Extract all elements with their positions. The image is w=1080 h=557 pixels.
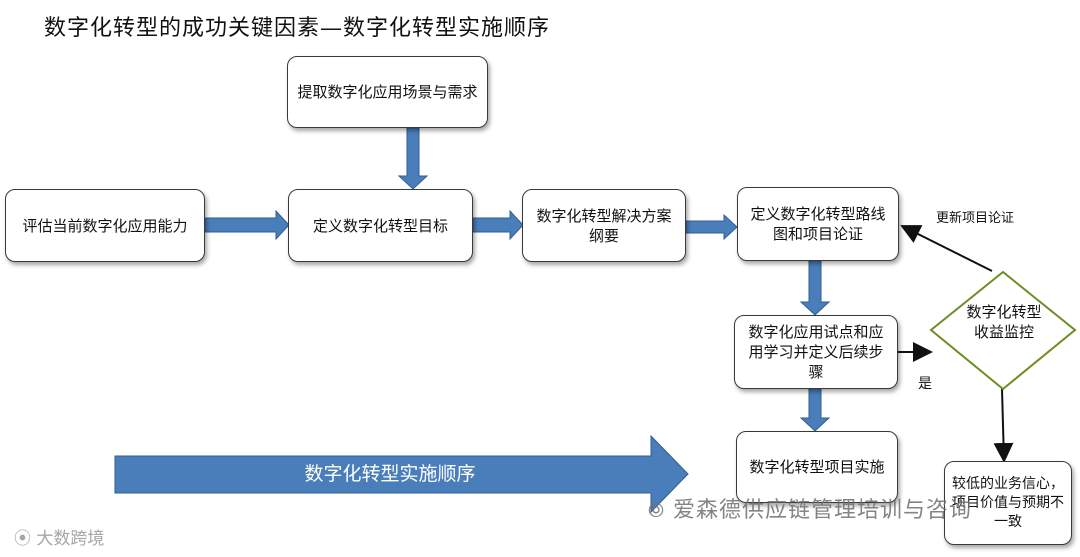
arrow-outline-to-roadmap bbox=[685, 213, 738, 241]
node-implement: 数字化转型项目实施 bbox=[736, 431, 898, 503]
node-assess-capability-label: 评估当前数字化应用能力 bbox=[22, 216, 188, 235]
watermark-left-text: 大数跨境 bbox=[36, 529, 105, 549]
watermark-left: ⦿ 大数跨境 bbox=[14, 524, 104, 549]
arrow-roadmap-to-pilot bbox=[799, 260, 831, 316]
node-monitor-label: 数字化转型收益监控 bbox=[966, 303, 1042, 341]
node-assess-capability: 评估当前数字化应用能力 bbox=[5, 189, 205, 262]
node-pilot: 数字化应用试点和应用学习并定义后续步骤 bbox=[734, 315, 898, 389]
arrow-assess-to-goal bbox=[204, 209, 290, 241]
node-extract-scenarios: 提取数字化应用场景与需求 bbox=[287, 56, 488, 128]
node-roadmap: 定义数字化转型路线图和项目论证 bbox=[737, 187, 899, 261]
monitor-diamond bbox=[929, 270, 1077, 391]
arrow-goal-to-outline bbox=[472, 209, 524, 241]
watermark-right-text: 爱森德供应链管理培训与咨询 bbox=[673, 498, 973, 523]
sequence-banner-label: 数字化转型实施顺序 bbox=[304, 463, 476, 485]
node-low-value: 较低的业务信心，项目价值与预期不一致 bbox=[944, 461, 1072, 545]
connector-monitor-to-roadmap bbox=[900, 225, 993, 272]
node-solution-outline: 数字化转型解决方案纲要 bbox=[522, 189, 686, 262]
node-solution-outline-label: 数字化转型解决方案纲要 bbox=[536, 206, 672, 245]
brand-logo-icon: ⦿ bbox=[14, 529, 31, 549]
arrow-extract-to-goal bbox=[397, 127, 429, 190]
node-define-goal: 定义数字化转型目标 bbox=[288, 189, 473, 262]
node-roadmap-label: 定义数字化转型路线图和项目论证 bbox=[750, 205, 886, 243]
watermark-right: ⦾ 爱森德供应链管理培训与咨询 bbox=[648, 492, 972, 524]
sequence-banner-arrow bbox=[114, 434, 689, 514]
node-pilot-label: 数字化应用试点和应用学习并定义后续步骤 bbox=[748, 323, 884, 381]
node-low-value-label: 较低的业务信心，项目价值与预期不一致 bbox=[952, 475, 1064, 530]
label-update-justification: 更新项目论证 bbox=[936, 211, 1015, 226]
node-implement-label: 数字化转型项目实施 bbox=[749, 458, 885, 476]
wechat-icon: ⦾ bbox=[648, 498, 665, 522]
arrow-pilot-to-implement bbox=[799, 388, 831, 432]
node-define-goal-label: 定义数字化转型目标 bbox=[312, 216, 448, 235]
label-yes: 是 bbox=[918, 376, 932, 392]
node-extract-scenarios-label: 提取数字化应用场景与需求 bbox=[297, 83, 478, 101]
connector-monitor-to-lowvalue bbox=[993, 388, 1014, 463]
page-title: 数字化转型的成功关键因素—数字化转型实施顺序 bbox=[44, 16, 551, 41]
